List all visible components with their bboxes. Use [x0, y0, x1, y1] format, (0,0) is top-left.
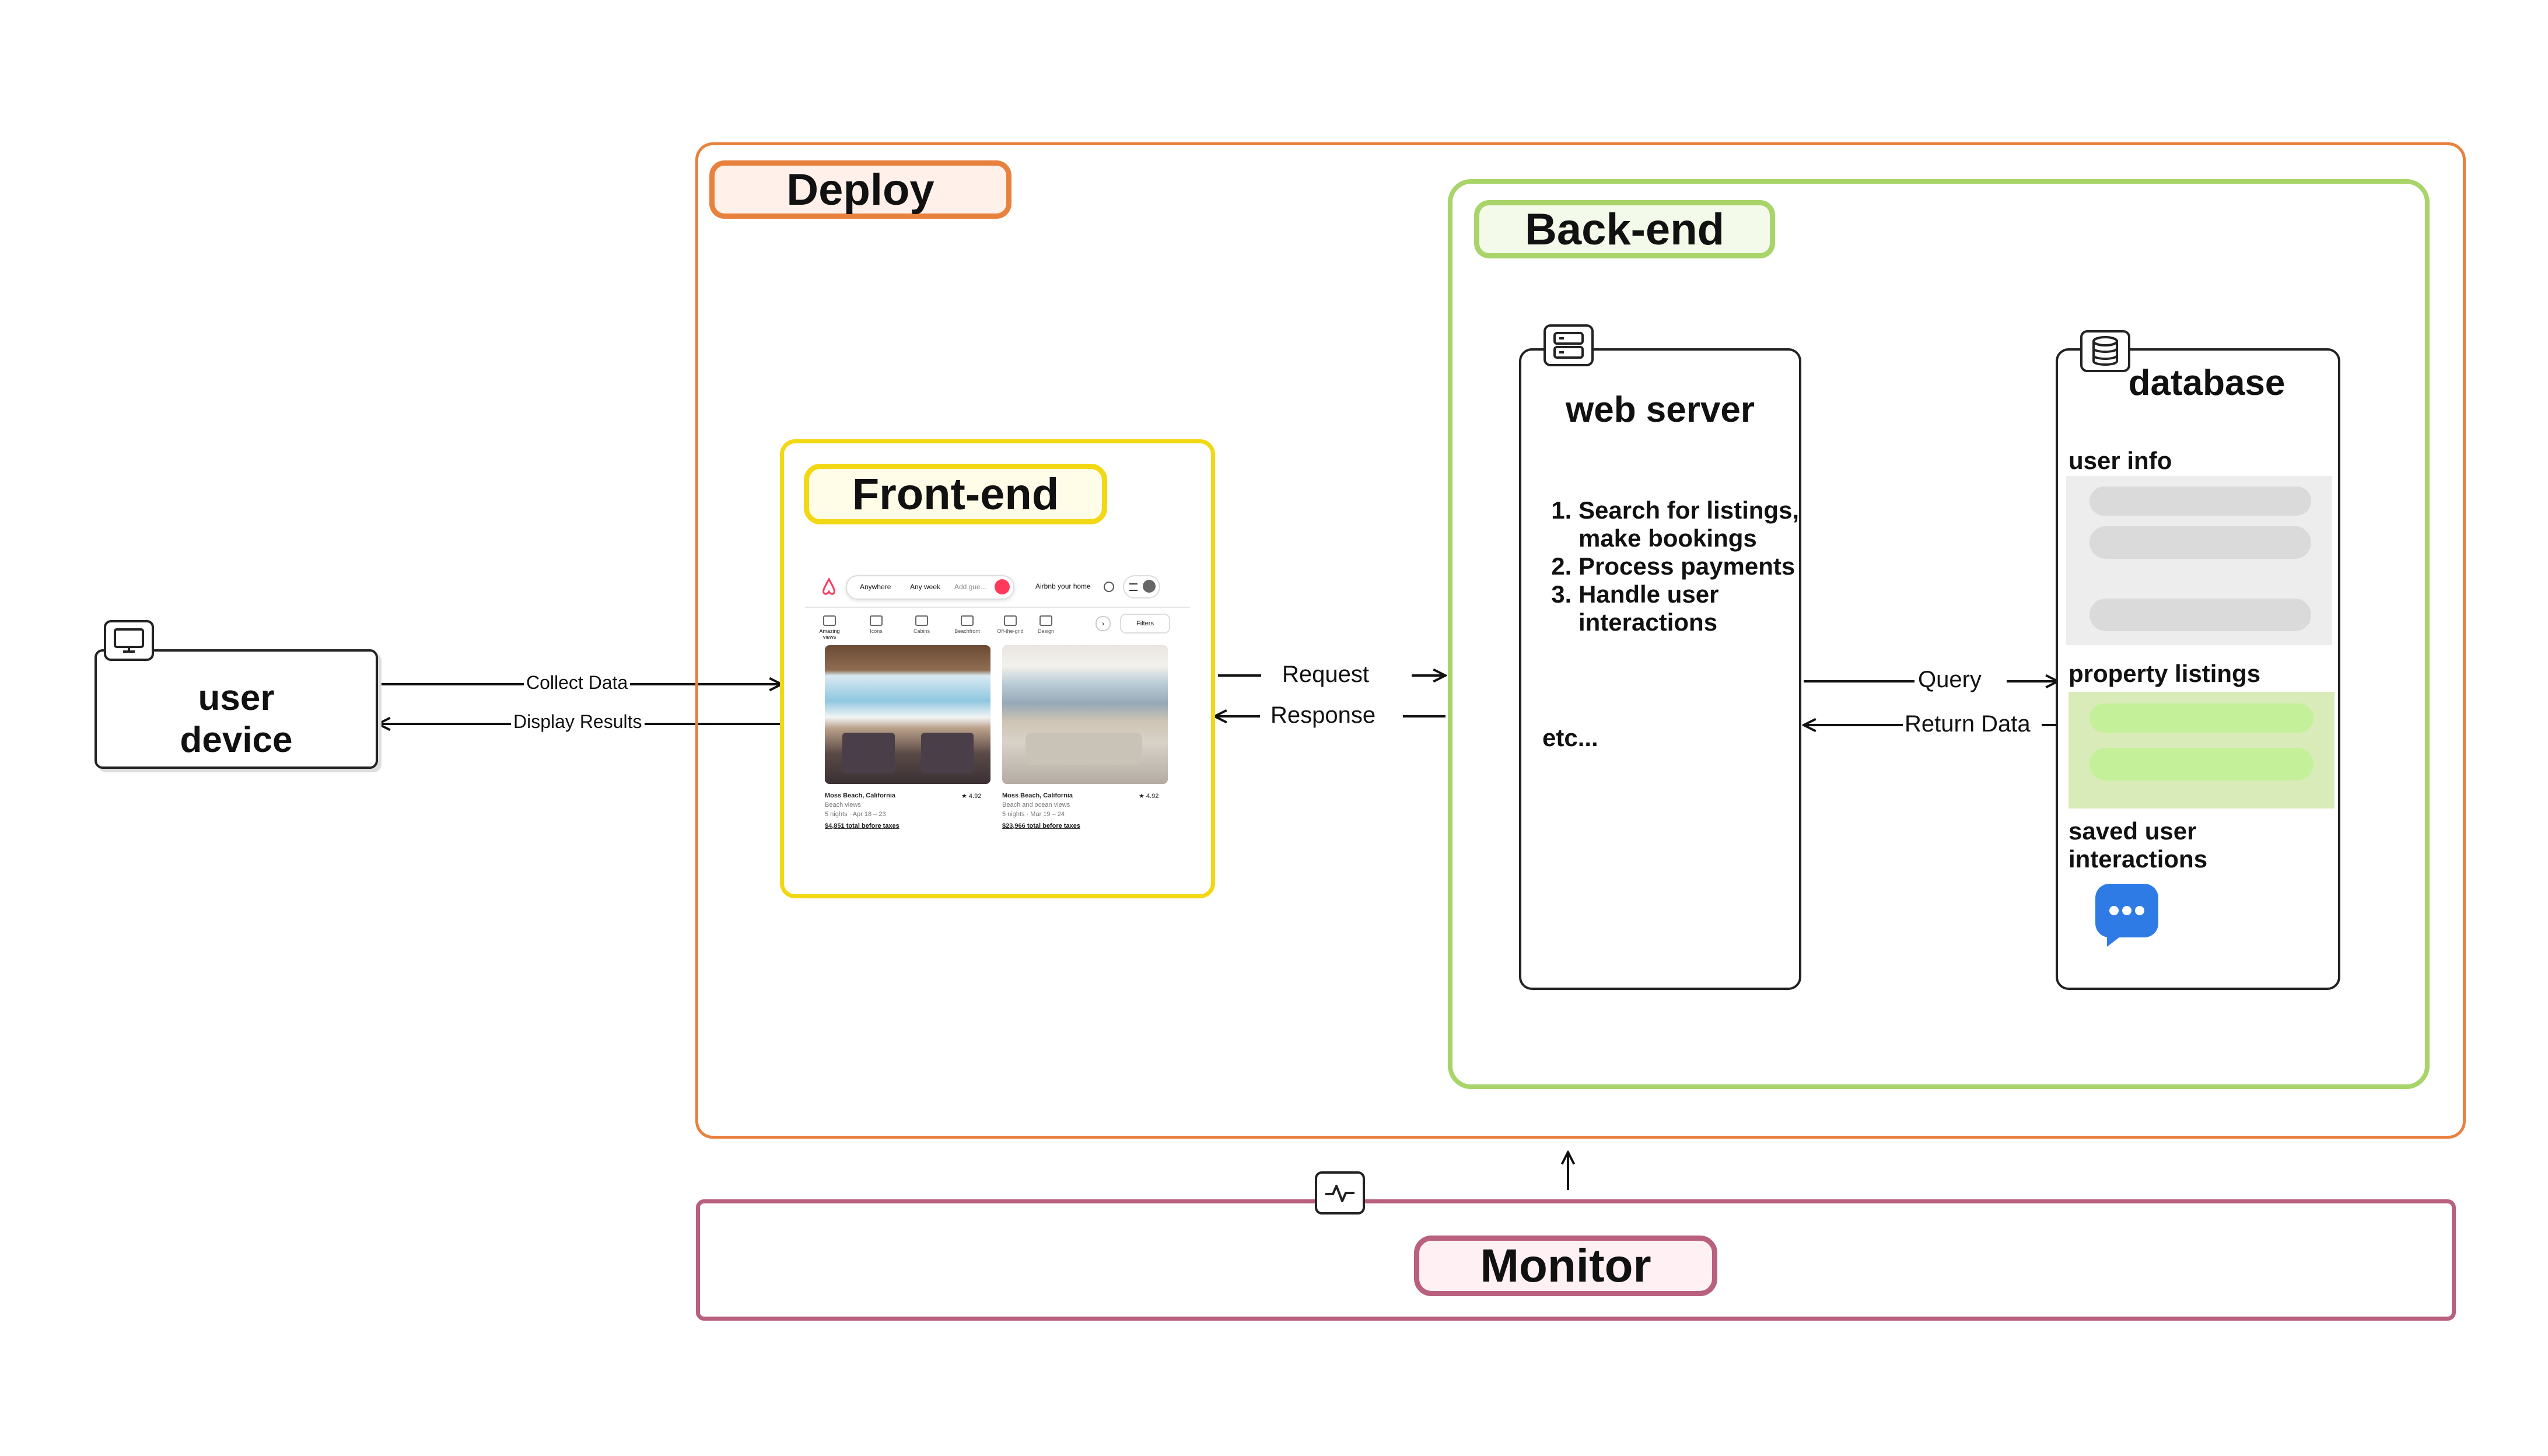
monitor-icon [114, 628, 144, 653]
monitor-group [696, 1199, 2456, 1321]
frontend-screenshot: Anywhere Any week Add gue... Airbnb your… [805, 566, 1190, 840]
web-server-icon-box [1544, 324, 1594, 366]
listing-1-desc: Beach views [825, 802, 861, 808]
backend-title: Back-end [1524, 204, 1725, 254]
user-device-label: user device [180, 678, 293, 760]
frontend-tag: Front-end [804, 464, 1107, 524]
user-info-block [2066, 476, 2332, 645]
filters-button[interactable]: Filters [1120, 614, 1170, 634]
saved-interactions-label: saved user interactions [2068, 817, 2208, 873]
search-add-guests: Add gue... [954, 583, 986, 591]
airbnb-header: Anywhere Any week Add gue... Airbnb your… [805, 566, 1190, 608]
category-amazing-views[interactable]: Amazing views [812, 615, 847, 640]
user-menu-button[interactable] [1123, 575, 1160, 598]
web-server-step: Handle user interactions [1578, 580, 1818, 636]
response-label: Response [1270, 702, 1376, 728]
search-anywhere: Anywhere [860, 583, 891, 591]
server-icon [1553, 332, 1584, 359]
category-cabins[interactable]: Cabins [904, 615, 939, 634]
category-off-grid[interactable]: Off-the-grid [993, 615, 1028, 634]
database-icon-box [2080, 330, 2130, 372]
database-node: database user info property listings sav… [2056, 348, 2340, 990]
search-bar[interactable]: Anywhere Any week Add gue... [846, 575, 1014, 600]
listing-1-rating: ★ 4.92 [961, 793, 982, 800]
property-listing-row [2090, 748, 2314, 780]
collect-data-label: Collect Data [524, 672, 631, 694]
frontend-group [780, 439, 1215, 898]
frontend-title: Front-end [852, 469, 1059, 519]
user-device-icon-box [104, 620, 154, 661]
listing-2-rating: ★ 4.92 [1139, 793, 1159, 800]
deploy-group [695, 142, 2466, 1139]
search-icon[interactable] [995, 579, 1010, 594]
listing-1-dates: 5 nights · Apr 18 – 23 [825, 811, 886, 818]
listing-2-price[interactable]: $23,966 total before taxes [1002, 822, 1080, 830]
search-any-week: Any week [910, 583, 941, 591]
web-server-step: Process payments [1578, 552, 1818, 580]
avatar [1143, 580, 1156, 593]
chat-bubble-icon [2095, 884, 2158, 947]
listing-1-price[interactable]: $4,851 total before taxes [825, 822, 900, 830]
database-title: database [2128, 363, 2286, 403]
web-server-node: web server Search for listings, make boo… [1519, 348, 1801, 990]
monitor-icon-box [1315, 1171, 1365, 1214]
category-icons[interactable]: Icons [859, 615, 894, 634]
property-listing-row [2090, 704, 2314, 733]
web-server-title: web server [1566, 390, 1755, 430]
airbnb-logo-icon [822, 578, 835, 595]
category-beachfront[interactable]: Beachfront [950, 615, 985, 634]
globe-icon[interactable] [1104, 582, 1114, 592]
category-design[interactable]: Design [1031, 615, 1060, 634]
display-results-label: Display Results [511, 711, 645, 733]
category-next-icon[interactable]: › [1096, 616, 1111, 631]
listing-2-location: Moss Beach, California [1002, 792, 1073, 799]
deploy-tag: Deploy [709, 160, 1012, 219]
user-info-label: user info [2068, 447, 2172, 474]
listing-2-desc: Beach and ocean views [1002, 802, 1070, 808]
backend-tag: Back-end [1474, 200, 1775, 258]
backend-group [1448, 179, 2430, 1089]
web-server-etc: etc... [1542, 724, 1598, 751]
host-link[interactable]: Airbnb your home [1035, 582, 1091, 590]
user-device-node: user device [94, 649, 378, 769]
request-label: Request [1282, 662, 1369, 687]
monitor-tag: Monitor [1414, 1236, 1717, 1296]
user-info-row [2090, 598, 2311, 631]
listing-1-location: Moss Beach, California [825, 792, 896, 799]
return-data-label: Return Data [1905, 711, 2031, 737]
activity-icon [1325, 1185, 1354, 1202]
web-server-step: Search for listings, make bookings [1578, 496, 1818, 552]
database-icon [2092, 336, 2118, 366]
property-listings-block [2068, 692, 2334, 808]
listing-2-dates: 5 nights · Mar 19 – 24 [1002, 811, 1065, 818]
user-info-row [2090, 526, 2311, 559]
listing-photo-1[interactable] [825, 645, 991, 784]
menu-icon [1129, 583, 1138, 591]
user-info-row [2090, 487, 2311, 516]
listing-photo-2[interactable] [1002, 645, 1168, 784]
web-server-steps: Search for listings, make bookings Proce… [1538, 496, 1818, 636]
query-label: Query [1918, 667, 1982, 692]
deploy-title: Deploy [786, 164, 935, 215]
monitor-title: Monitor [1480, 1240, 1651, 1292]
property-listings-label: property listings [2068, 660, 2261, 687]
